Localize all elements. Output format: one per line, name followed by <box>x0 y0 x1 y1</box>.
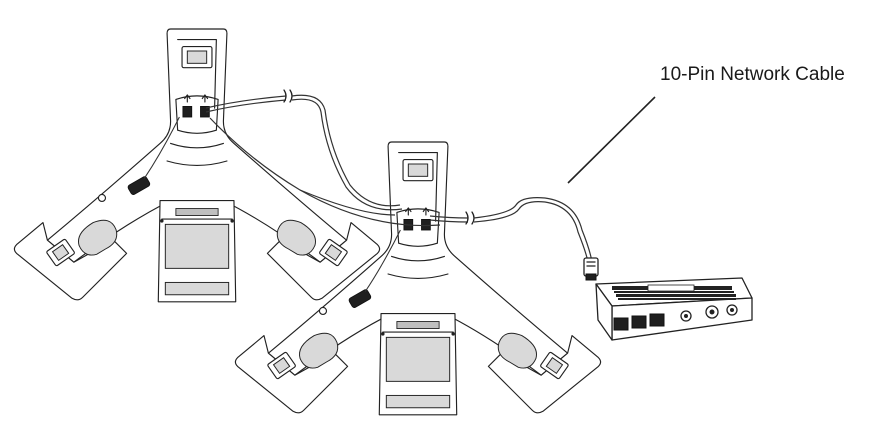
callout-leader-line <box>567 96 656 184</box>
connecting-cable <box>205 89 441 227</box>
network-cable <box>429 197 599 281</box>
conference-phone-1 <box>13 28 381 303</box>
conference-phone-2 <box>234 141 602 416</box>
network-cable-label: 10-Pin Network Cable <box>660 64 845 85</box>
network-box <box>595 277 753 341</box>
